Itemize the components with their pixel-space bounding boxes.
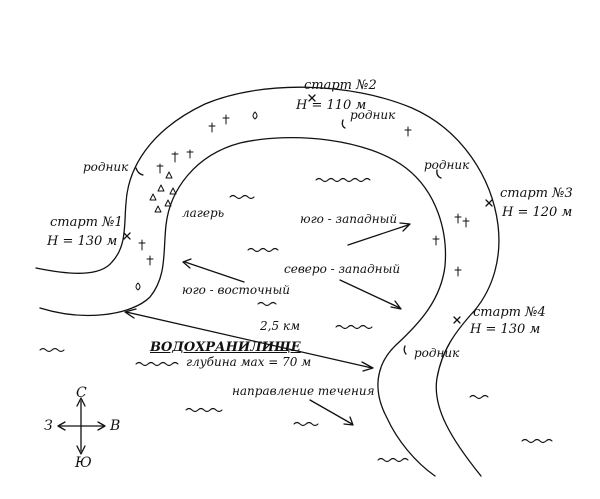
wind-arrow-sw <box>347 222 411 246</box>
compass-east: В <box>110 418 121 434</box>
water-wave-marks <box>39 177 553 463</box>
spring-marker-bottom <box>403 345 407 355</box>
start-point-3 <box>485 199 493 207</box>
spring-label-top: родник <box>350 108 396 122</box>
depth-label: глубина мах = 70 м <box>186 355 312 369</box>
distance-label: 2,5 км <box>260 319 301 333</box>
spring-label-left: родник <box>83 160 129 174</box>
spring-label-bottom: родник <box>414 346 460 360</box>
wind-label-sw: юго - западный <box>300 212 398 226</box>
start-1-height: Н = 130 м <box>47 234 118 249</box>
start-point-1 <box>123 232 131 240</box>
wind-arrow-se <box>182 258 245 283</box>
camp-label: лагерь <box>182 206 225 220</box>
shrub-marks <box>135 111 258 291</box>
spring-marker-top <box>341 119 346 129</box>
start-2-height: Н = 110 м <box>296 98 367 113</box>
compass-rose <box>57 397 106 455</box>
compass-west: З <box>44 418 53 434</box>
start-point-4 <box>453 316 461 324</box>
wind-label-se: юго - восточный <box>182 283 290 297</box>
start-point-2 <box>308 94 316 102</box>
start-4-height: Н = 130 м <box>470 322 541 337</box>
start-3-height: Н = 120 м <box>502 205 573 220</box>
river-outer-bank <box>35 86 500 477</box>
spring-marker-right <box>436 169 442 179</box>
start-2-title: старт №2 <box>304 78 377 93</box>
wind-label-nw: северо - западный <box>284 262 401 276</box>
wind-arrow-nw <box>339 279 402 310</box>
spring-label-right: родник <box>424 158 470 172</box>
compass-north: С <box>76 385 87 401</box>
distance-line <box>124 308 374 372</box>
start-1-title: старт №1 <box>50 215 123 230</box>
start-3-title: старт №3 <box>500 186 573 201</box>
river-inner-bank <box>39 136 447 477</box>
compass-south: Ю <box>75 455 92 471</box>
reservoir-label: ВОДОХРАНИЛИЩЕ <box>150 340 301 355</box>
camp-tents <box>149 171 177 213</box>
flow-direction-arrow <box>309 399 354 426</box>
vegetation-marks <box>138 114 470 277</box>
spring-marker-left <box>135 167 144 176</box>
start-4-title: старт №4 <box>473 305 546 320</box>
flow-direction-label: направление течения <box>232 384 375 398</box>
